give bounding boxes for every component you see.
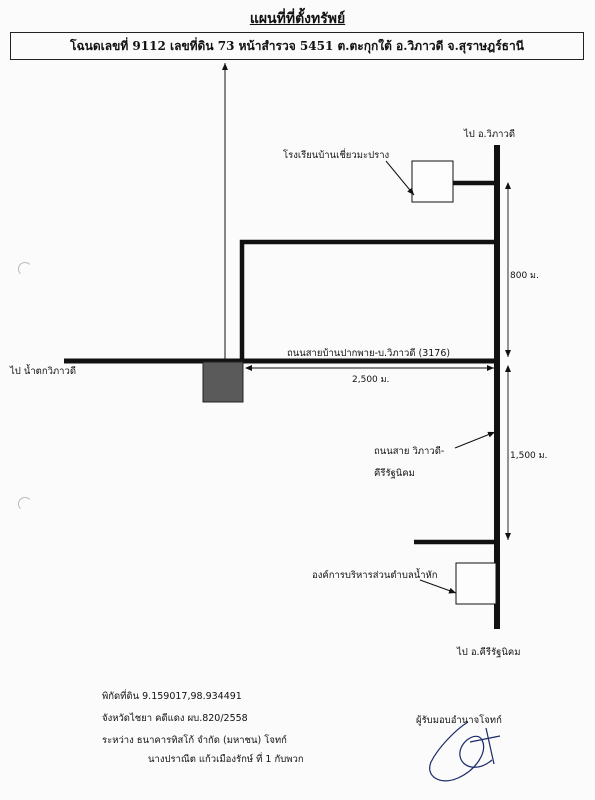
label-to-khiri: ไป อ.คีรีรัฐนิคม [457, 647, 521, 658]
footer-case-number: จังหวัดไชยา คดีแดง ผบ.820/2558 [102, 713, 248, 724]
school-building [411, 160, 454, 203]
label-dist-2500: 2,500 ม. [352, 375, 390, 385]
punch-hole-mark [18, 262, 32, 276]
page-title: แผนที่ที่ตั้งทรัพย์ [249, 11, 346, 27]
signature-drawing [429, 721, 501, 782]
footer-authorized-signer: ผู้รับมอบอำนาจโจทก์ [416, 715, 502, 726]
footer-parties: ระหว่าง ธนาคารทิสโก้ จำกัด (มหาชน) โจทก์ [102, 735, 287, 746]
deed-info-box: โฉนดเลขที่ 9112 เลขที่ดิน 73 หน้าสำรวจ 5… [10, 32, 584, 60]
footer-coordinates: พิกัดที่ดิน 9.159017,98.934491 [102, 691, 242, 702]
label-main-road: ถนนสายบ้านปากพาย-บ.วิภาวดี (3176) [287, 348, 451, 359]
label-school: โรงเรียนบ้านเชี่ยวมะปราง [283, 150, 390, 161]
tao-office-building [455, 562, 497, 605]
footer-defendant: นางปราณีต แก้วเมืองรักษ์ ที่ 1 กับพวก [148, 754, 304, 765]
label-tao: องค์การบริหารส่วนตำบลน้ำหัก [312, 570, 438, 581]
label-road-line1: ถนนสาย วิภาวดี- [374, 446, 445, 457]
label-to-viphavadi: ไป อ.วิภาวดี [464, 129, 515, 140]
property-parcel [202, 361, 244, 403]
label-road-line2: คีรีรัฐนิคม [374, 468, 415, 479]
tao-callout-arrow [419, 579, 457, 594]
school-callout-arrow [385, 160, 415, 196]
road-callout-arrow [454, 431, 496, 449]
label-dist-800: 800 ม. [510, 271, 539, 281]
punch-hole-mark [18, 497, 32, 511]
label-to-waterfall: ไป น้ำตกวิภาวดี [10, 366, 77, 377]
branch-road-line [239, 239, 497, 361]
label-dist-1500: 1,500 ม. [510, 451, 548, 461]
